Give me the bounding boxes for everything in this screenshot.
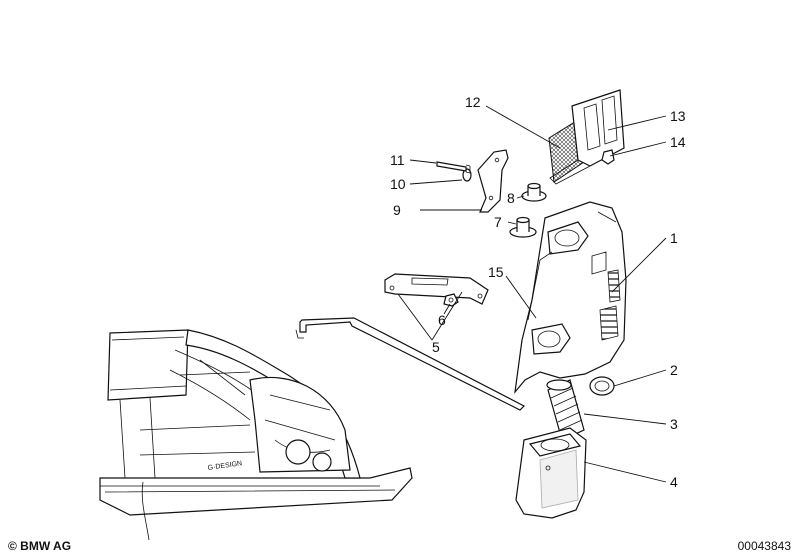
leader-lines xyxy=(397,105,667,483)
leader-4 xyxy=(583,461,667,483)
leader-3 xyxy=(583,413,667,425)
leader-1 xyxy=(611,237,667,293)
callout-10: 10 xyxy=(390,176,406,192)
callout-3: 3 xyxy=(670,416,678,432)
callout-15: 15 xyxy=(488,264,504,280)
part-9-bracket xyxy=(477,149,509,213)
part-3-corrugated-hose xyxy=(546,379,585,441)
part-7-sleeve xyxy=(509,216,537,238)
part-5-rod xyxy=(295,317,526,411)
callout-12: 12 xyxy=(465,94,481,110)
leader-6 xyxy=(443,303,451,315)
leader-10 xyxy=(409,179,463,185)
part-12-13-vent-grille xyxy=(548,89,625,185)
callout-14: 14 xyxy=(670,134,686,150)
part-11-screw xyxy=(436,161,471,174)
callout-13: 13 xyxy=(670,108,686,124)
part-1-air-duct-housing xyxy=(514,201,627,394)
body-stamp-text: G·DESIGN xyxy=(207,460,242,472)
leader-14 xyxy=(609,141,667,157)
leader-12 xyxy=(485,105,561,149)
part-10-washer xyxy=(462,168,472,182)
callout-2: 2 xyxy=(670,362,678,378)
callout-5: 5 xyxy=(432,339,440,355)
leader-2 xyxy=(613,369,667,387)
leader-11 xyxy=(409,159,437,164)
car-body-section: G·DESIGN xyxy=(99,329,413,541)
callout-labels: 1 2 3 4 5 6 7 8 9 10 11 12 13 14 15 xyxy=(390,94,686,490)
part-4-lower-duct xyxy=(515,427,587,519)
leader-5b xyxy=(431,291,463,341)
leader-15 xyxy=(505,275,537,319)
part-8-grommet xyxy=(521,182,547,202)
part-2-ring xyxy=(589,376,615,396)
callout-1: 1 xyxy=(670,230,678,246)
leader-5a xyxy=(397,293,433,341)
part-5-bracket xyxy=(384,273,489,305)
callout-9: 9 xyxy=(393,202,401,218)
callout-7: 7 xyxy=(494,214,502,230)
callout-8: 8 xyxy=(507,190,515,206)
callout-11: 11 xyxy=(390,152,405,168)
callout-6: 6 xyxy=(438,312,446,328)
leader-8 xyxy=(516,195,525,199)
callout-4: 4 xyxy=(670,474,678,490)
part-14-clip xyxy=(601,149,615,165)
leader-7 xyxy=(507,221,517,225)
drawing-number: 00043843 xyxy=(737,539,791,553)
leader-13 xyxy=(607,115,667,131)
copyright-label: © BMW AG xyxy=(8,539,72,553)
